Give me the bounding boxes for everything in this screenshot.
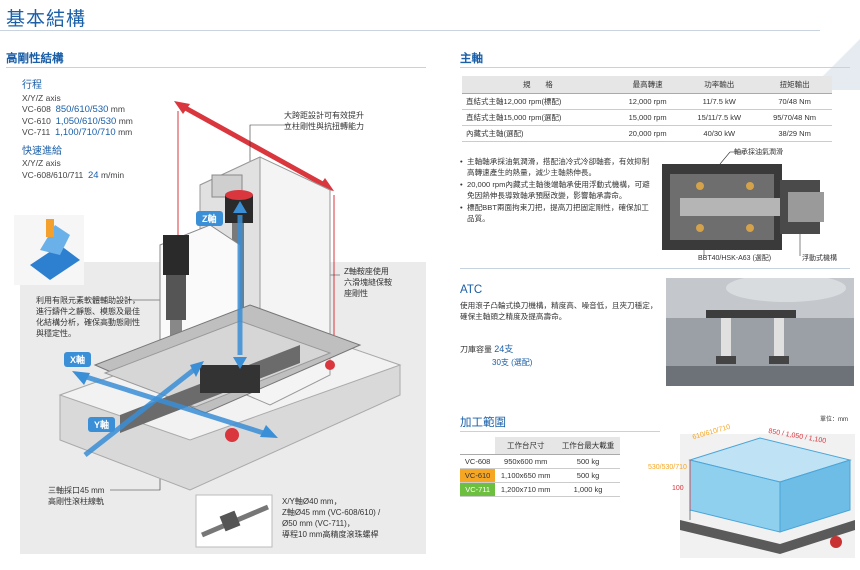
spindle-bullets: 主軸軸承採油氣潤滑，搭配油冷式冷卻軸套，有效抑制高轉速產生的熱量，減少主軸熱伸長… (460, 156, 656, 225)
span-arrow (178, 102, 330, 190)
spindle-heading: 主軸 (460, 53, 483, 65)
ballscrew-note: X/Y軸Ø40 mm，Z軸Ø45 mm (VC-608/610) /Ø50 mm… (282, 497, 381, 539)
machine-illustration (14, 101, 402, 548)
travel-heading: 行程 (22, 80, 42, 91)
floating-label: 浮動式機構 (802, 255, 837, 262)
col-max-load: 工作台最大載重 (556, 437, 620, 455)
atc-capacity-option: 30支 (選配) (492, 358, 533, 367)
travel-row: VC-610 1,050/610/530 mm (22, 115, 133, 127)
travel-row: VC-711 1,100/710/710 mm (22, 127, 133, 138)
z-axis-tag: Z軸 (196, 211, 223, 226)
spindle-divider (460, 67, 850, 68)
list-item: 20,000 rpm內藏式主軸後端軸承使用浮動式機構，可避免因熱伸長導致軸承預壓… (460, 179, 656, 201)
height-label: 100 (672, 485, 684, 492)
z-saddle-note: Z軸鞍座使用六滑塊縫保鞍座剛性 (344, 267, 392, 298)
rapid-heading: 快速進給 (22, 145, 62, 157)
rigidity-heading: 高剛性結構 (6, 53, 64, 65)
travel-block: 行程 X/Y/Z axis VC-608 850/610/530 mm VC-6… (22, 80, 182, 181)
atc-photo (666, 278, 854, 386)
rapid-row: VC-608/610/711 24 m/min (22, 169, 125, 181)
col-power: 功率輸出 (681, 76, 758, 94)
travel-row: VC-608 850/610/530 mm (22, 104, 125, 115)
list-item: 主軸軸承採油氣潤滑，搭配油冷式冷卻軸套，有效抑制高轉速產生的熱量，減少主軸熱伸長… (460, 156, 656, 178)
rigidity-divider (6, 67, 426, 68)
work-envelope-diagram (680, 434, 855, 558)
spindle-cross-section (662, 151, 824, 256)
work-range-divider (460, 431, 660, 432)
fea-note: 利用有限元素軟體輔助設計，進行鑄件之靜態、模態及最佳化結構分析，確保高動態剛性與… (36, 296, 140, 338)
atc-divider-top (460, 268, 850, 269)
work-range-heading: 加工範圍 (460, 417, 506, 429)
atc-description: 使用滾子凸輪式換刀機構，精度高、噪音低，且夾刀穩定，確保主軸頭之精度及提高壽命。 (460, 301, 658, 321)
list-item: 標配BBT兩面拘束刀把，提高刀把固定剛性，確保加工品質。 (460, 202, 656, 224)
unit-label: 單位：mm (820, 417, 848, 423)
page-title: 基本結構 (6, 9, 87, 30)
rapid-axis-label: X/Y/Z axis (22, 158, 61, 168)
column-note: 大跨距設計可有效提升立柱剛性與抗扭轉能力 (284, 111, 364, 131)
x-axis-tag: X軸 (64, 352, 92, 367)
z-range-label: 530/530/710 (648, 464, 687, 471)
col-torque: 扭矩輸出 (757, 76, 832, 94)
atc-capacity: 刀庫容量 24支 (460, 344, 514, 354)
y-axis-tag: Y軸 (88, 417, 116, 432)
bearing-label: 軸承採油氣潤滑 (734, 149, 783, 156)
col-table-size: 工作台尺寸 (495, 437, 557, 455)
col-spec: 規 格 (462, 76, 614, 94)
tool-holder-label: BBT40/HSK-A63 (選配) (698, 255, 772, 262)
title-divider (0, 30, 860, 31)
spindle-table: 規 格 最高轉速 功率輸出 扭矩輸出 直結式主軸12,000 rpm(標配)12… (462, 76, 832, 142)
travel-axis-label: X/Y/Z axis (22, 92, 61, 103)
col-speed: 最高轉速 (613, 76, 682, 94)
atc-heading: ATC (460, 284, 483, 296)
